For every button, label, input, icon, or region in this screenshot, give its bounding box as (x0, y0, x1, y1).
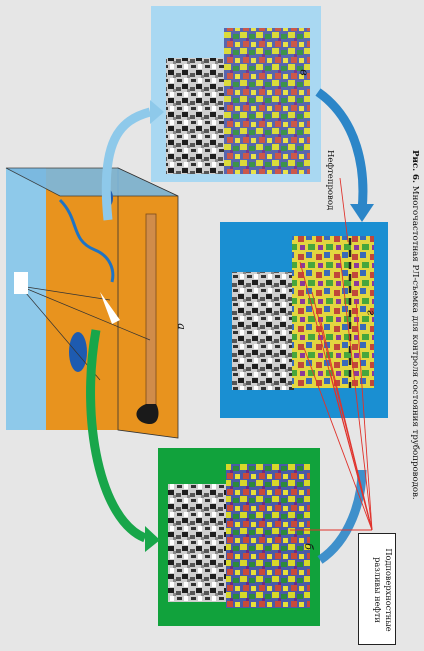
panel-v-color-image (224, 28, 310, 174)
panel-g-bw-image (232, 272, 294, 390)
caption-text: Многочастотная РЛ-съемка для контроля со… (410, 185, 420, 500)
panel-g (220, 222, 388, 418)
panel-letter-v: в (297, 69, 311, 76)
pipeline-annotation-line (339, 177, 349, 243)
panel-letter-a: а (174, 323, 188, 330)
radar-beam-icon (100, 292, 120, 324)
arrow-to-panel-v (101, 107, 152, 221)
arrow-to-panel-g (315, 88, 368, 211)
arrow-b-to-g (317, 469, 367, 564)
panel-v-bw-image (166, 58, 226, 174)
figure-caption: Рис. 6. Многочастотная РЛ-съемка для кон… (410, 150, 420, 500)
caption-prefix: Рис. 6. (410, 150, 420, 184)
oil-spills-label-line2: разливы нефти (373, 557, 383, 623)
oil-spills-label-box: Подповерхностные разливы нефти (358, 533, 396, 645)
panel-b (158, 448, 320, 626)
panel-v (151, 6, 321, 182)
panel-letter-b: б (301, 543, 315, 550)
panel-b-color-image (226, 464, 310, 608)
oil-spills-label: Подповерхностные разливы нефти (372, 538, 394, 642)
pipeline-pipe (145, 213, 157, 411)
satellite-icon (14, 272, 28, 294)
panel-g-color-image (292, 236, 374, 388)
spill-ellipse (69, 332, 87, 372)
spill-annotation-lines (290, 255, 373, 531)
arrow-to-panel-b (86, 329, 147, 543)
panel-a-terrain (5, 167, 179, 439)
panel-b-bw-image (168, 484, 228, 602)
panel-letter-g: г (364, 309, 378, 316)
pipeline-label: Нефтепровод (325, 150, 335, 211)
oil-spills-label-line1: Подповерхностные (384, 548, 394, 632)
